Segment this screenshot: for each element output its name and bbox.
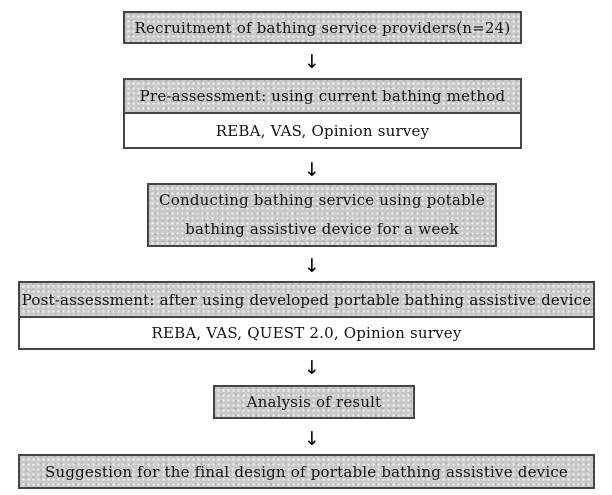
down-arrow-icon: ↓	[304, 159, 320, 181]
step-recruitment-box: Recruitment of bathing service providers…	[123, 11, 522, 44]
down-arrow-icon: ↓	[304, 255, 320, 277]
down-arrow-icon: ↓	[304, 51, 320, 73]
step-post-assessment-label: Post-assessment: after using developed p…	[21, 290, 592, 309]
step-pre-assessment-measures-label: REBA, VAS, Opinion survey	[215, 121, 430, 140]
step-recruitment-label: Recruitment of bathing service providers…	[134, 18, 511, 37]
step-suggestion-label: Suggestion for the final design of porta…	[44, 462, 568, 481]
step-suggestion-box: Suggestion for the final design of porta…	[18, 454, 595, 489]
step-conducting-service-line2: bathing assistive device for a week	[185, 220, 459, 238]
step-pre-assessment-box: Pre-assessment: using current bathing me…	[123, 78, 522, 149]
step-analysis-box: Analysis of result	[213, 385, 415, 419]
step-analysis-label: Analysis of result	[246, 393, 382, 411]
step-post-assessment-measures-label: REBA, VAS, QUEST 2.0, Opinion survey	[151, 324, 462, 342]
step-pre-assessment-header: Pre-assessment: using current bathing me…	[125, 80, 520, 114]
step-pre-assessment-label: Pre-assessment: using current bathing me…	[139, 87, 506, 105]
step-conducting-service-line1: Conducting bathing service using potable	[159, 191, 485, 209]
step-post-assessment-measures: REBA, VAS, QUEST 2.0, Opinion survey	[20, 318, 593, 348]
down-arrow-icon: ↓	[304, 428, 320, 450]
down-arrow-icon: ↓	[304, 357, 320, 379]
step-pre-assessment-measures: REBA, VAS, Opinion survey	[125, 114, 520, 147]
step-post-assessment-header: Post-assessment: after using developed p…	[20, 283, 593, 318]
step-conducting-service-box: Conducting bathing service using potable…	[147, 183, 497, 247]
step-post-assessment-box: Post-assessment: after using developed p…	[18, 281, 595, 350]
